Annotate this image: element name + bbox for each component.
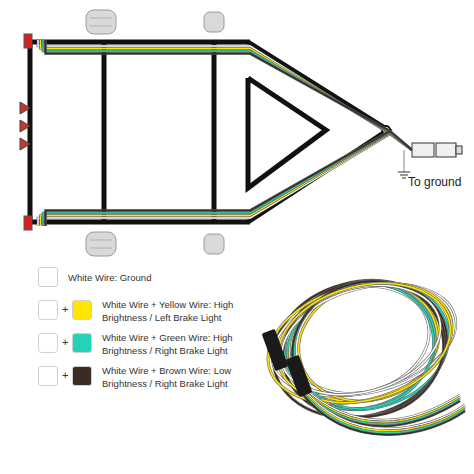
trailer-frame bbox=[30, 42, 388, 222]
legend-swatch bbox=[72, 366, 92, 386]
legend-text: White Wire + Brown Wire: Low Brightness … bbox=[102, 364, 274, 390]
plus-sign: + bbox=[62, 303, 68, 316]
ground-label: To ground bbox=[408, 176, 461, 189]
legend-text: White Wire + Green Wire: High Brightness… bbox=[102, 331, 274, 357]
legend-swatch bbox=[38, 267, 58, 287]
tail-light bbox=[24, 34, 32, 230]
harness-connector bbox=[262, 329, 313, 397]
plus-sign: + bbox=[62, 336, 68, 349]
four-way-plug bbox=[398, 143, 462, 178]
side-marker bbox=[20, 102, 30, 150]
wire-harness bbox=[254, 262, 468, 437]
legend-swatch bbox=[72, 300, 92, 320]
trailer-wires bbox=[38, 40, 412, 226]
legend-text: White Wire + Yellow Wire: High Brightnes… bbox=[102, 298, 274, 324]
plus-sign: + bbox=[62, 369, 68, 382]
white-swatch bbox=[39, 301, 58, 386]
legend-swatch bbox=[72, 333, 92, 353]
legend-text: White Wire: Ground bbox=[68, 271, 240, 284]
